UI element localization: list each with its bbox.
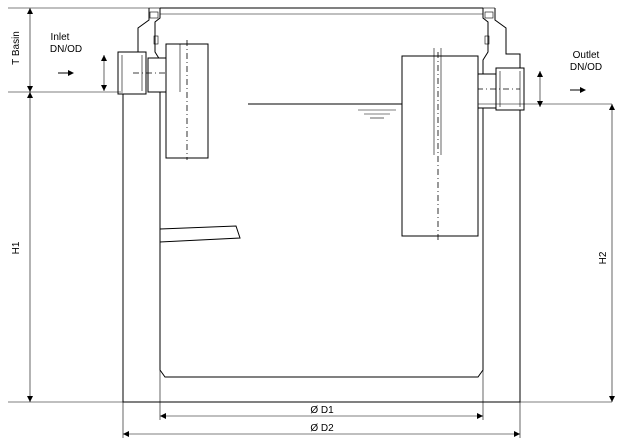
d1-label: Ø D1: [310, 405, 334, 416]
h2-label: H2: [598, 251, 609, 264]
basin-inner-wall: [159, 92, 484, 378]
flow-arrows: [58, 70, 586, 93]
water-level: [248, 103, 612, 119]
outlet-dn-label: DN/OD: [570, 62, 602, 73]
h1-label: H1: [11, 241, 22, 254]
basin-right-neck: [494, 8, 521, 92]
lateral-deflector: [159, 225, 241, 243]
t-basin-label: T Basin: [11, 31, 22, 65]
d2-label: Ø D2: [310, 423, 334, 434]
inlet-dn-label: DN/OD: [50, 44, 82, 55]
dimension-lines: [8, 7, 615, 438]
basin-body: [122, 7, 521, 403]
inlet-label: Inlet: [51, 32, 70, 43]
outlet-chamber: [401, 48, 479, 240]
inlet-baffle: [165, 40, 209, 160]
labels: Inlet DN/OD Outlet DN/OD T Basin H1 H2 Ø…: [11, 31, 609, 434]
basin-right-neck-inner: [482, 8, 489, 92]
outlet-label: Outlet: [573, 50, 600, 61]
basin-outer-wall: [122, 92, 521, 403]
